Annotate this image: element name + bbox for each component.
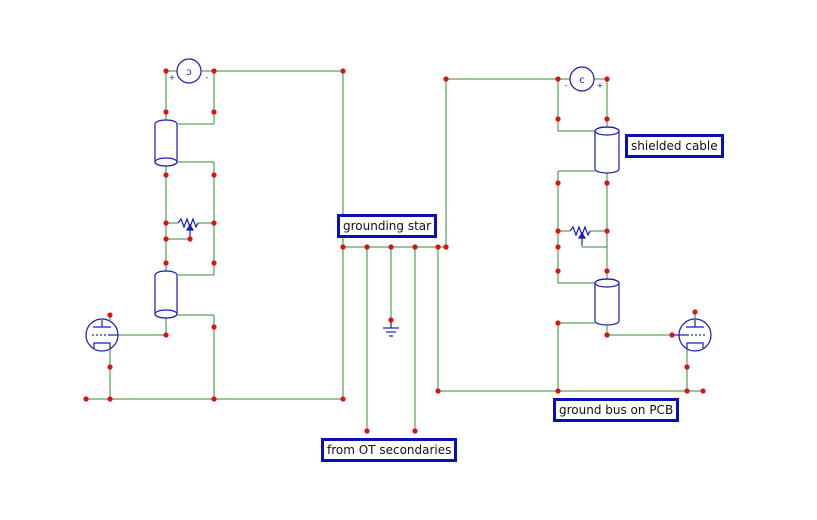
shielded-cable-label: shielded cable [625, 134, 724, 158]
junction-node [211, 68, 217, 74]
junction-node [604, 180, 610, 186]
junction-node [340, 244, 346, 250]
junction-node [555, 268, 561, 274]
junction-node [163, 220, 169, 226]
ground-bus-on-pcb-label: ground bus on PCB [553, 398, 680, 422]
junction-node [412, 428, 418, 434]
junction-node [684, 388, 690, 394]
junction-node [163, 236, 169, 242]
junction-node [555, 116, 561, 122]
left-meter-minus: - [206, 73, 209, 82]
junction-node [684, 364, 690, 370]
junction-node [604, 76, 610, 82]
junction-node [435, 388, 441, 394]
junction-node [364, 428, 370, 434]
right-meter-plus: + [597, 81, 604, 90]
junction-node [187, 236, 193, 242]
junction-node [604, 268, 610, 274]
junction-node [412, 244, 418, 250]
left-shielded-cable-upper [154, 119, 178, 167]
junction-node [364, 244, 370, 250]
junction-node [555, 76, 561, 82]
junction-node [107, 396, 113, 402]
junction-node [163, 68, 169, 74]
junction-node [604, 116, 610, 122]
junction-node [107, 312, 113, 318]
junction-node [555, 228, 561, 234]
junction-node [555, 320, 561, 326]
grounding-star-label: grounding star [337, 214, 438, 238]
junction-node [604, 228, 610, 234]
left-vacuum-tube [85, 318, 119, 352]
grounding-star-wires [343, 79, 447, 431]
junction-node [388, 317, 394, 323]
junction-node [555, 244, 561, 250]
right-vacuum-tube [672, 318, 712, 352]
junction-node [604, 332, 610, 338]
junction-node [388, 244, 394, 250]
junction-node [211, 396, 217, 402]
junction-node [700, 388, 706, 394]
junction-node [443, 76, 449, 82]
right-shielded-cable-upper [594, 126, 620, 174]
svg-text:c: c [579, 75, 585, 86]
right-shielded-cable-lower [594, 278, 620, 326]
junction-node [340, 396, 346, 402]
right-meter-minus: - [565, 81, 568, 90]
junction-node [163, 172, 169, 178]
junction-node [555, 180, 561, 186]
left-potentiometer [177, 217, 199, 238]
right-channel-wires [438, 78, 703, 392]
junction-node [211, 109, 217, 115]
junction-node [83, 396, 89, 402]
left-shielded-cable-lower [154, 270, 178, 319]
junction-node [669, 332, 675, 338]
svg-text:ɔ: ɔ [186, 67, 192, 78]
right-meter-symbol: c [569, 66, 595, 92]
left-channel-wires [86, 70, 344, 400]
left-meter-symbol: ɔ [176, 58, 202, 84]
junction-node [435, 244, 441, 250]
junction-node [163, 260, 169, 266]
junction-node [211, 260, 217, 266]
junction-nodes [83, 68, 706, 434]
junction-node [163, 332, 169, 338]
junction-node [443, 244, 449, 250]
junction-node [692, 309, 698, 315]
right-potentiometer [569, 225, 591, 245]
left-meter-plus: + [169, 73, 176, 82]
junction-node [163, 109, 169, 115]
junction-node [211, 172, 217, 178]
junction-node [555, 388, 561, 394]
junction-node [211, 220, 217, 226]
junction-node [107, 364, 113, 370]
junction-node [340, 68, 346, 74]
junction-node [211, 324, 217, 330]
from-ot-secondaries-label: from OT secondaries [321, 438, 458, 462]
